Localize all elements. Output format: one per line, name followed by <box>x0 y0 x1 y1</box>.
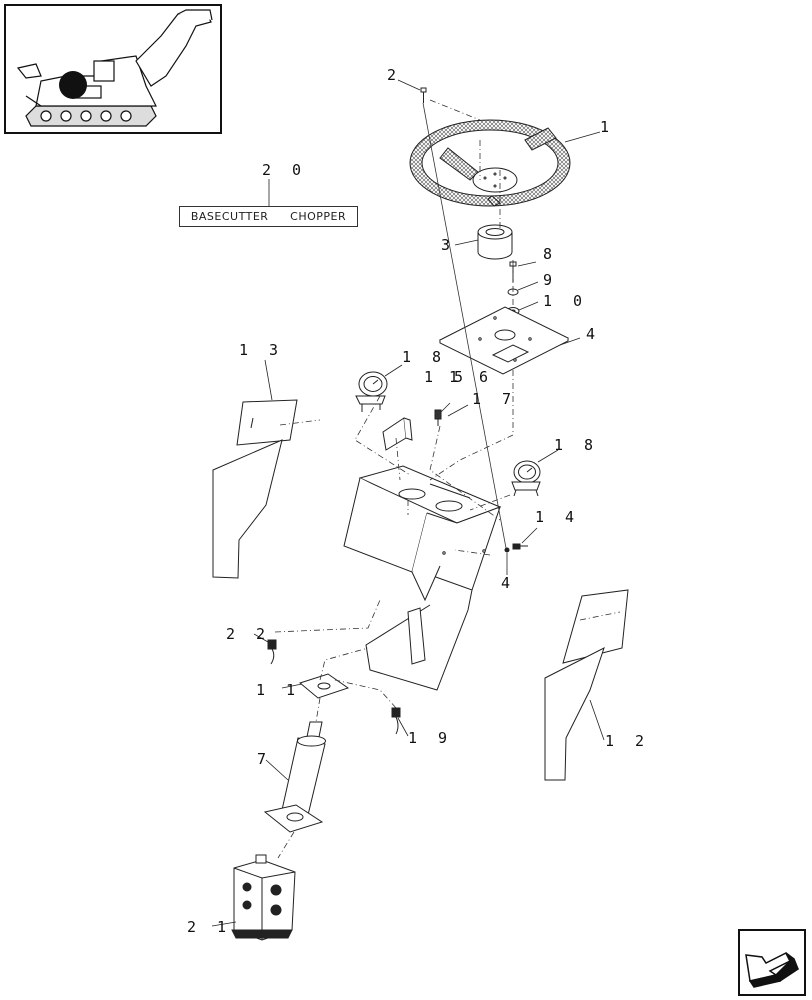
callout-3: 3 <box>441 236 457 254</box>
console-housing <box>343 465 502 691</box>
reference-tag[interactable]: BASECUTTER CHOPPER <box>179 206 358 227</box>
callout-14: 1 4 <box>535 508 581 526</box>
callout-8: 8 <box>543 245 559 263</box>
reference-tag-right: CHOPPER <box>290 210 347 223</box>
fastener-14 <box>504 543 528 553</box>
mounting-plate <box>438 306 570 375</box>
callout-10: 1 0 <box>543 292 589 310</box>
orbital-valve <box>231 854 296 941</box>
machine-thumbnail <box>4 4 222 134</box>
bracket-15 <box>382 417 413 451</box>
sensor-19 <box>391 707 401 735</box>
callout-22: 2 2 <box>226 625 272 643</box>
callout-18-right: 1 8 <box>554 436 600 454</box>
callout-12: 1 2 <box>605 732 651 750</box>
callout-4-plate: 4 <box>586 325 602 343</box>
callout-17: 1 7 <box>472 390 518 408</box>
steering-wheel <box>409 119 571 207</box>
next-page-arrow-icon <box>745 951 800 988</box>
flange-11 <box>298 673 350 699</box>
gauge-right <box>511 460 541 497</box>
callout-7: 7 <box>257 750 273 768</box>
screw-2 <box>420 87 427 103</box>
side-panel-13 <box>212 399 298 579</box>
callout-18-left: 1 8 <box>402 348 448 366</box>
callout-13: 1 3 <box>239 341 285 359</box>
steering-hub <box>477 224 513 260</box>
callout-4-console: 4 <box>501 574 517 592</box>
callout-20: 2 0 <box>262 161 308 179</box>
assembly-lines <box>274 99 621 859</box>
callout-11: 1 1 <box>256 681 302 699</box>
callout-16: 1 6 <box>449 368 495 386</box>
callout-15: 1 5 <box>424 368 470 386</box>
gauge-left <box>355 371 388 412</box>
callout-1: 1 <box>600 118 616 136</box>
reference-tag-left: BASECUTTER <box>190 210 269 223</box>
sensor-22 <box>267 639 277 665</box>
callout-19: 1 9 <box>408 729 454 747</box>
side-panel-12 <box>544 589 629 781</box>
callout-2: 2 <box>387 66 403 84</box>
next-page-button[interactable] <box>738 929 806 996</box>
screw-2-assembly-line <box>422 102 507 549</box>
steering-column <box>263 721 326 833</box>
harvester-locator-icon <box>16 9 213 127</box>
callout-21: 2 1 <box>187 918 233 936</box>
switch-16 <box>434 409 442 426</box>
leader-lines <box>211 79 605 927</box>
callout-9: 9 <box>543 271 559 289</box>
